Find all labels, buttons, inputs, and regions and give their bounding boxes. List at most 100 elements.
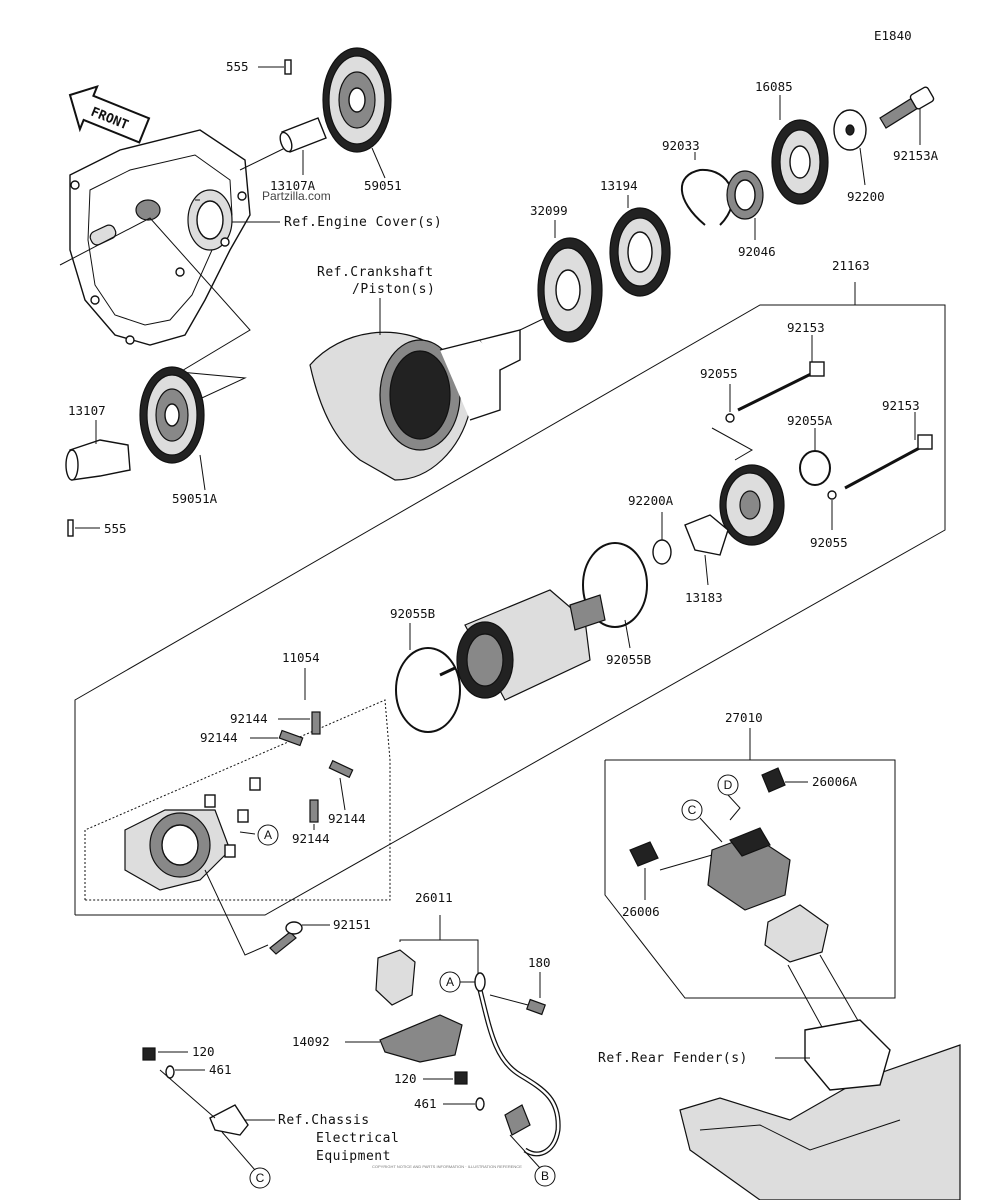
oring-92055-a-part — [725, 413, 735, 423]
diagram-code: E1840 — [874, 28, 912, 43]
spring-92144-a-part — [311, 711, 321, 735]
bolt-92153A-part — [879, 86, 935, 129]
part-13194: 13194 — [600, 178, 638, 193]
part-32099: 32099 — [530, 203, 568, 218]
oring-92055B-b-part — [582, 542, 648, 628]
clutch-13194-part — [609, 207, 671, 297]
end-cover-part — [719, 464, 785, 546]
starter-relay-part — [707, 827, 829, 963]
sleeve-13107A-part — [279, 117, 327, 153]
callout-b-1-label: B — [541, 1169, 549, 1183]
bolt-92153-a-part — [737, 361, 825, 412]
part-461-a: 461 — [209, 1062, 232, 1077]
part-16085: 16085 — [755, 79, 793, 94]
washer-92200A-part — [652, 539, 672, 565]
bolt-180-part — [526, 998, 546, 1016]
part-26006A: 26006A — [812, 774, 858, 789]
starter-motor-part — [439, 589, 606, 701]
oring-92055-b-part — [827, 490, 837, 500]
gear-59051-part — [322, 47, 392, 153]
part-26011: 26011 — [415, 890, 453, 905]
ref-crankshaft-1: Ref.Crankshaft — [317, 265, 434, 280]
part-555-bottom: 555 — [104, 521, 127, 536]
plate-13183-part — [684, 514, 729, 556]
callout-c-1-label: C — [256, 1171, 265, 1185]
spring-92144-d-part — [309, 799, 319, 823]
part-92144-d: 92144 — [292, 831, 330, 846]
bolt-92153-b-part — [844, 434, 933, 490]
part-92055B-a: 92055B — [390, 606, 435, 621]
part-92055-a: 92055 — [700, 366, 738, 381]
pin-555-top-part — [284, 59, 292, 75]
ref-rear-fender: Ref.Rear Fender(s) — [598, 1051, 748, 1066]
part-120-a: 120 — [192, 1044, 215, 1059]
fuse-26006-part — [629, 841, 659, 867]
engine-cover-part — [69, 129, 251, 346]
washer-461-a-part — [165, 1065, 175, 1079]
connector-cap-part — [375, 949, 416, 1006]
oring-92055B-a-part — [395, 647, 461, 733]
washer-461-b-part — [475, 1097, 485, 1111]
screw-120-a-part — [142, 1047, 156, 1061]
circlip-92033-part — [680, 168, 734, 226]
part-92144-a: 92144 — [230, 711, 268, 726]
part-92055-b: 92055 — [810, 535, 848, 550]
part-92200A: 92200A — [628, 493, 674, 508]
part-13107A: 13107A — [270, 178, 316, 193]
footer-text: COPYRIGHT NOTICE AND PARTS INFORMATION ·… — [372, 1164, 522, 1169]
part-13183: 13183 — [685, 590, 723, 605]
bolt-92151-part — [269, 921, 303, 955]
part-11054: 11054 — [282, 650, 320, 665]
crankshaft-part — [309, 329, 521, 481]
spring-92144-c-part — [328, 759, 354, 779]
callout-a-1-label: A — [264, 828, 272, 842]
part-461-b: 461 — [414, 1096, 437, 1111]
part-59051: 59051 — [364, 178, 402, 193]
part-92153A: 92153A — [893, 148, 939, 163]
part-92055A: 92055A — [787, 413, 833, 428]
part-92144-c: 92144 — [328, 811, 366, 826]
part-13107: 13107 — [68, 403, 106, 418]
ref-chassis-1: Ref.Chassis — [278, 1113, 370, 1128]
front-arrow-icon: FRONT — [68, 84, 151, 144]
callout-c-2 — [681, 799, 703, 821]
gear-32099-part — [537, 237, 603, 343]
bearing-92046-part — [726, 170, 764, 220]
part-26006: 26006 — [622, 904, 660, 919]
oring-92055A-part — [799, 450, 831, 486]
callout-c-2-label: C — [688, 803, 697, 817]
fuse-26006A-part — [761, 767, 786, 793]
ref-chassis-3: Equipment — [316, 1149, 391, 1164]
gear-16085-part — [771, 119, 829, 205]
callout-a-2-label: A — [446, 975, 454, 989]
gear-59051A-part — [139, 366, 205, 464]
part-92153-a: 92153 — [787, 320, 825, 335]
part-180: 180 — [528, 955, 551, 970]
ref-crankshaft-2: /Piston(s) — [352, 282, 435, 297]
sleeve-13107-part — [65, 439, 131, 481]
washer-92200-part — [833, 109, 867, 151]
chassis-bracket-part — [209, 1104, 249, 1136]
spring-92144-b-part — [278, 729, 304, 747]
callout-d-1-label: D — [724, 778, 733, 792]
pin-555-bottom-part — [67, 519, 74, 537]
callout-b-1 — [534, 1165, 556, 1187]
part-14092: 14092 — [292, 1034, 330, 1049]
ref-chassis-2: Electrical — [316, 1131, 399, 1146]
watermark: Partzilla.com — [262, 189, 331, 203]
part-120-b: 120 — [394, 1071, 417, 1086]
part-27010: 27010 — [725, 710, 763, 725]
part-92046: 92046 — [738, 244, 776, 259]
ref-engine-cover: Ref.Engine Cover(s) — [284, 215, 442, 230]
rear-fender-part — [679, 1019, 961, 1200]
callout-a-1 — [257, 824, 279, 846]
starter-cable-part — [474, 972, 561, 1157]
part-92200: 92200 — [847, 189, 885, 204]
part-59051A: 59051A — [172, 491, 218, 506]
cover-14092-part — [379, 1014, 463, 1063]
part-92151: 92151 — [333, 917, 371, 932]
part-92055B-b: 92055B — [606, 652, 651, 667]
brush-holder-part — [124, 777, 261, 891]
callout-c-1 — [249, 1167, 271, 1189]
